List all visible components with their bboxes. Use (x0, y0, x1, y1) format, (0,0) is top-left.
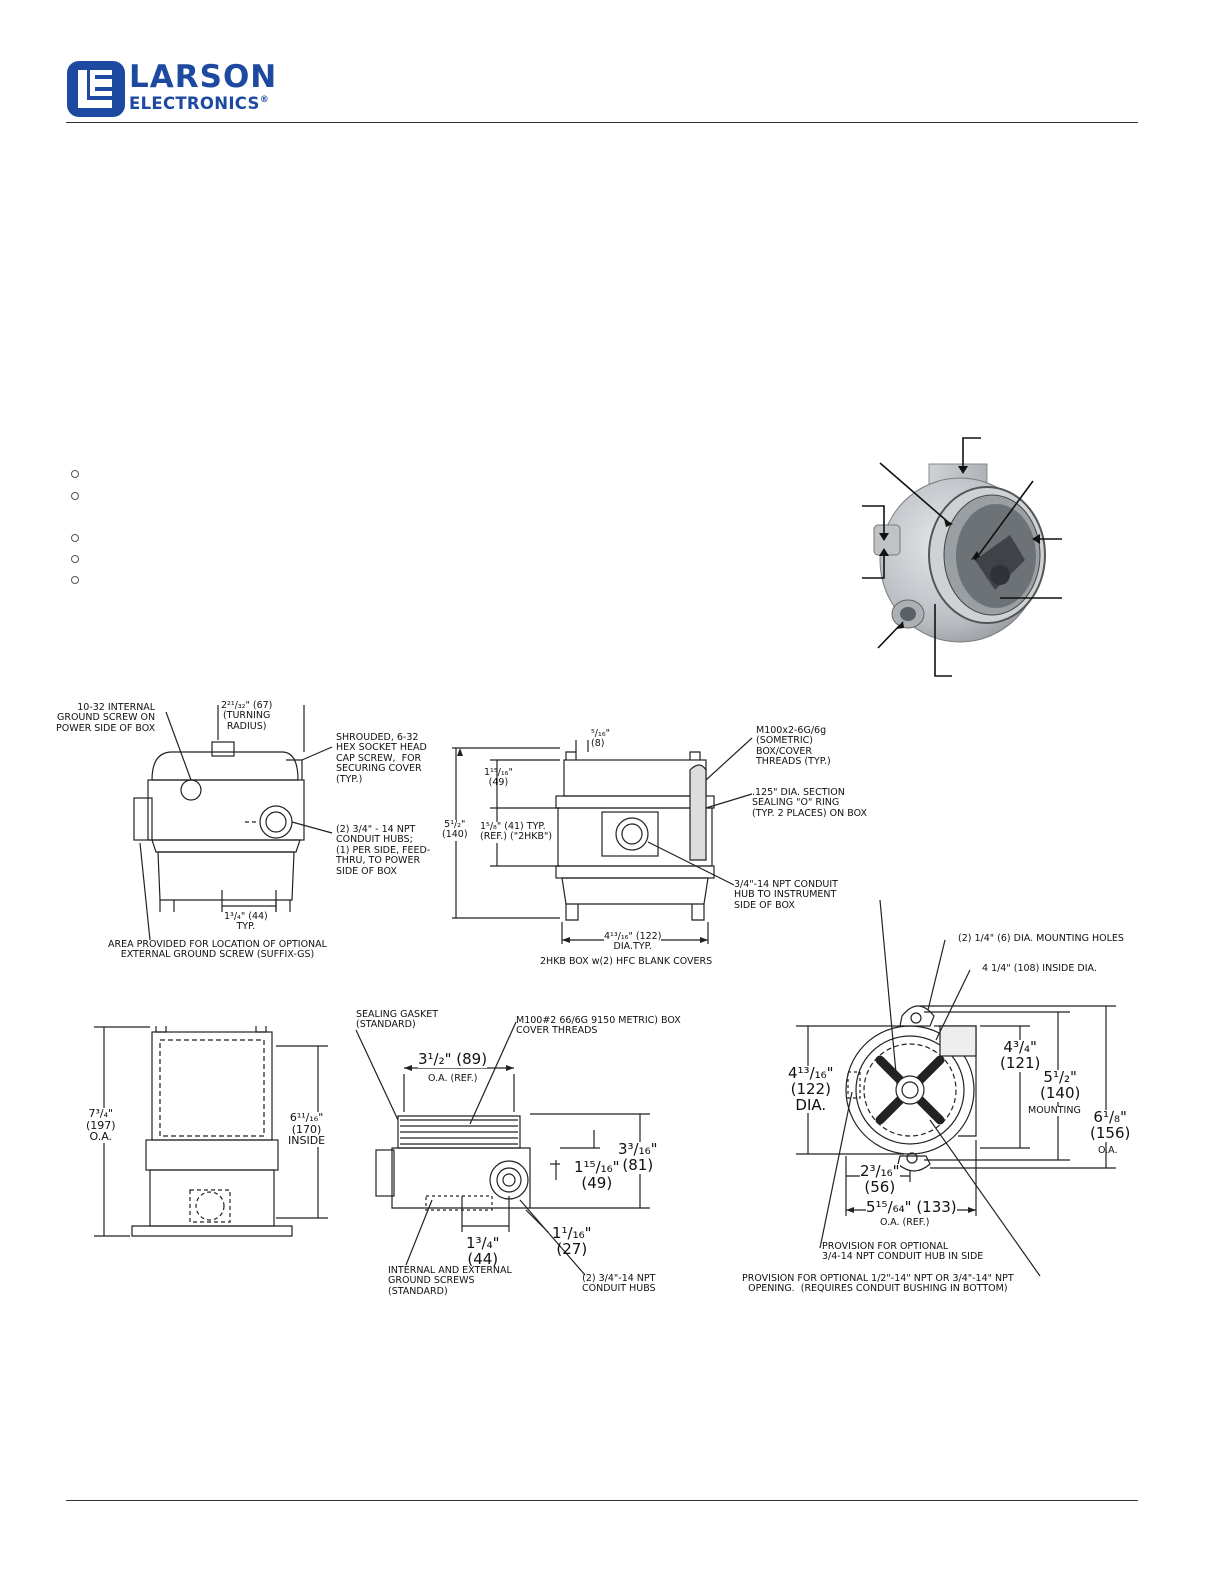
label-sealing-gasket: SEALING GASKET (STANDARD) (356, 1009, 439, 1031)
header-rule (66, 122, 1138, 123)
label-dim-3-1-2: 3¹/₂" (89) (418, 1050, 488, 1068)
label-section-oa-ref: O.A. (REF.) (428, 1073, 478, 1084)
brand-name-line2-text: ELECTRONICS (129, 94, 260, 113)
label-plan-oa: O.A. (1098, 1145, 1118, 1156)
label-ground-screw: 10-32 INTERNAL GROUND SCREW ON POWER SID… (56, 702, 156, 734)
label-dim-5-16: ⁵/₁₆" (8) (591, 728, 610, 750)
logo-icon (67, 61, 125, 117)
label-dim-1-1-16: 1¹/₁₆" (27) (552, 1224, 592, 1258)
label-o-ring: .125" DIA. SECTION SEALING "O" RING (TYP… (752, 787, 867, 819)
label-dim-2-3-16: 2³/₁₆" (56) (860, 1162, 900, 1196)
label-plan-dia: 4¹³/₁₆" (122) DIA. (788, 1064, 834, 1114)
label-mounting: MOUNTING (1028, 1105, 1081, 1117)
brand-name-line2: ELECTRONICS® (129, 94, 270, 113)
label-dim-5-1-2-plan: 5¹/₂" (140) (1040, 1068, 1081, 1102)
label-mounting-holes: (2) 1/4" (6) DIA. MOUNTING HOLES (958, 933, 1124, 944)
list-bullet-2 (71, 492, 79, 500)
footer-rule (66, 1500, 1138, 1501)
list-bullet-1 (71, 470, 79, 478)
registered-mark: ® (259, 95, 270, 105)
list-bullet-4 (71, 555, 79, 563)
brand-logo: LARSON ELECTRONICS® (66, 60, 306, 120)
brand-name-line1: LARSON (129, 59, 278, 95)
label-conduit-hubs: (2) 3/4" - 14 NPT CONDUIT HUBS; (1) PER … (336, 824, 431, 877)
label-inside-height: 6¹¹/₁₆" (170) INSIDE (288, 1111, 326, 1148)
label-typ-dim: 1³/₄" (44) TYP. (224, 911, 268, 933)
label-plan-oa-ref: O.A. (REF.) (880, 1217, 930, 1228)
label-dim-1-15-16-section: 1¹⁵/₁₆" (49) (574, 1158, 620, 1192)
label-dim-1-15-16: 1¹⁵/₁₆" (49) (484, 767, 513, 789)
caption-2hkb-box: 2HKB BOX w(2) HFC BLANK COVERS (540, 956, 713, 967)
label-provision-bottom: PROVISION FOR OPTIONAL 1/2"-14" NPT OR 3… (742, 1273, 1014, 1295)
label-shrouded-screw: SHROUDED, 6-32 HEX SOCKET HEAD CAP SCREW… (336, 732, 427, 785)
label-dim-3-3-16: 3³/₁₆" (81) (618, 1140, 658, 1174)
label-dim-5-1-2: 5¹/₂" (140) (442, 819, 468, 841)
label-dim-5-15-64: 5¹⁵/₆₄" (133) (866, 1198, 957, 1216)
label-area-provided: AREA PROVIDED FOR LOCATION OF OPTIONAL E… (108, 939, 327, 961)
label-dim-4-3-4: 4³/₄" (121) (1000, 1038, 1041, 1072)
label-inside-dia: 4 1/4" (108) INSIDE DIA. (982, 963, 1097, 974)
list-bullet-5 (71, 576, 79, 584)
label-overall-height: 7³/₄" (197) O.A. (86, 1107, 116, 1144)
label-dia-typ: 4¹³/₁₆" (122) DIA.TYP. (604, 931, 662, 953)
label-cover-threads: M100#2 66/6G 9150 METRIC) BOX COVER THRE… (516, 1015, 681, 1037)
label-provision-side: PROVISION FOR OPTIONAL 3/4-14 NPT CONDUI… (822, 1241, 984, 1263)
label-dim-1-5-8: 1⁵/₈" (41) TYP. (REF.) ("2HKB") (480, 821, 553, 843)
label-dim-1-3-4-section: 1³/₄" (44) (466, 1234, 500, 1268)
list-bullet-3 (71, 534, 79, 542)
label-metric-threads: M100x2-6G/6g (SOMETRIC) BOX/COVER THREAD… (756, 725, 831, 768)
label-turning-radius: 2²¹/₃₂" (67) (TURNING RADIUS) (221, 700, 273, 732)
label-section-hubs: (2) 3/4"-14 NPT CONDUIT HUBS (582, 1273, 656, 1295)
label-ground-screws-standard: INTERNAL AND EXTERNAL GROUND SCREWS (STA… (388, 1265, 512, 1297)
label-dim-6-1-8: 6¹/₈" (156) (1090, 1108, 1131, 1142)
label-instrument-hub: 3/4"-14 NPT CONDUIT HUB TO INSTRUMENT SI… (734, 879, 838, 911)
